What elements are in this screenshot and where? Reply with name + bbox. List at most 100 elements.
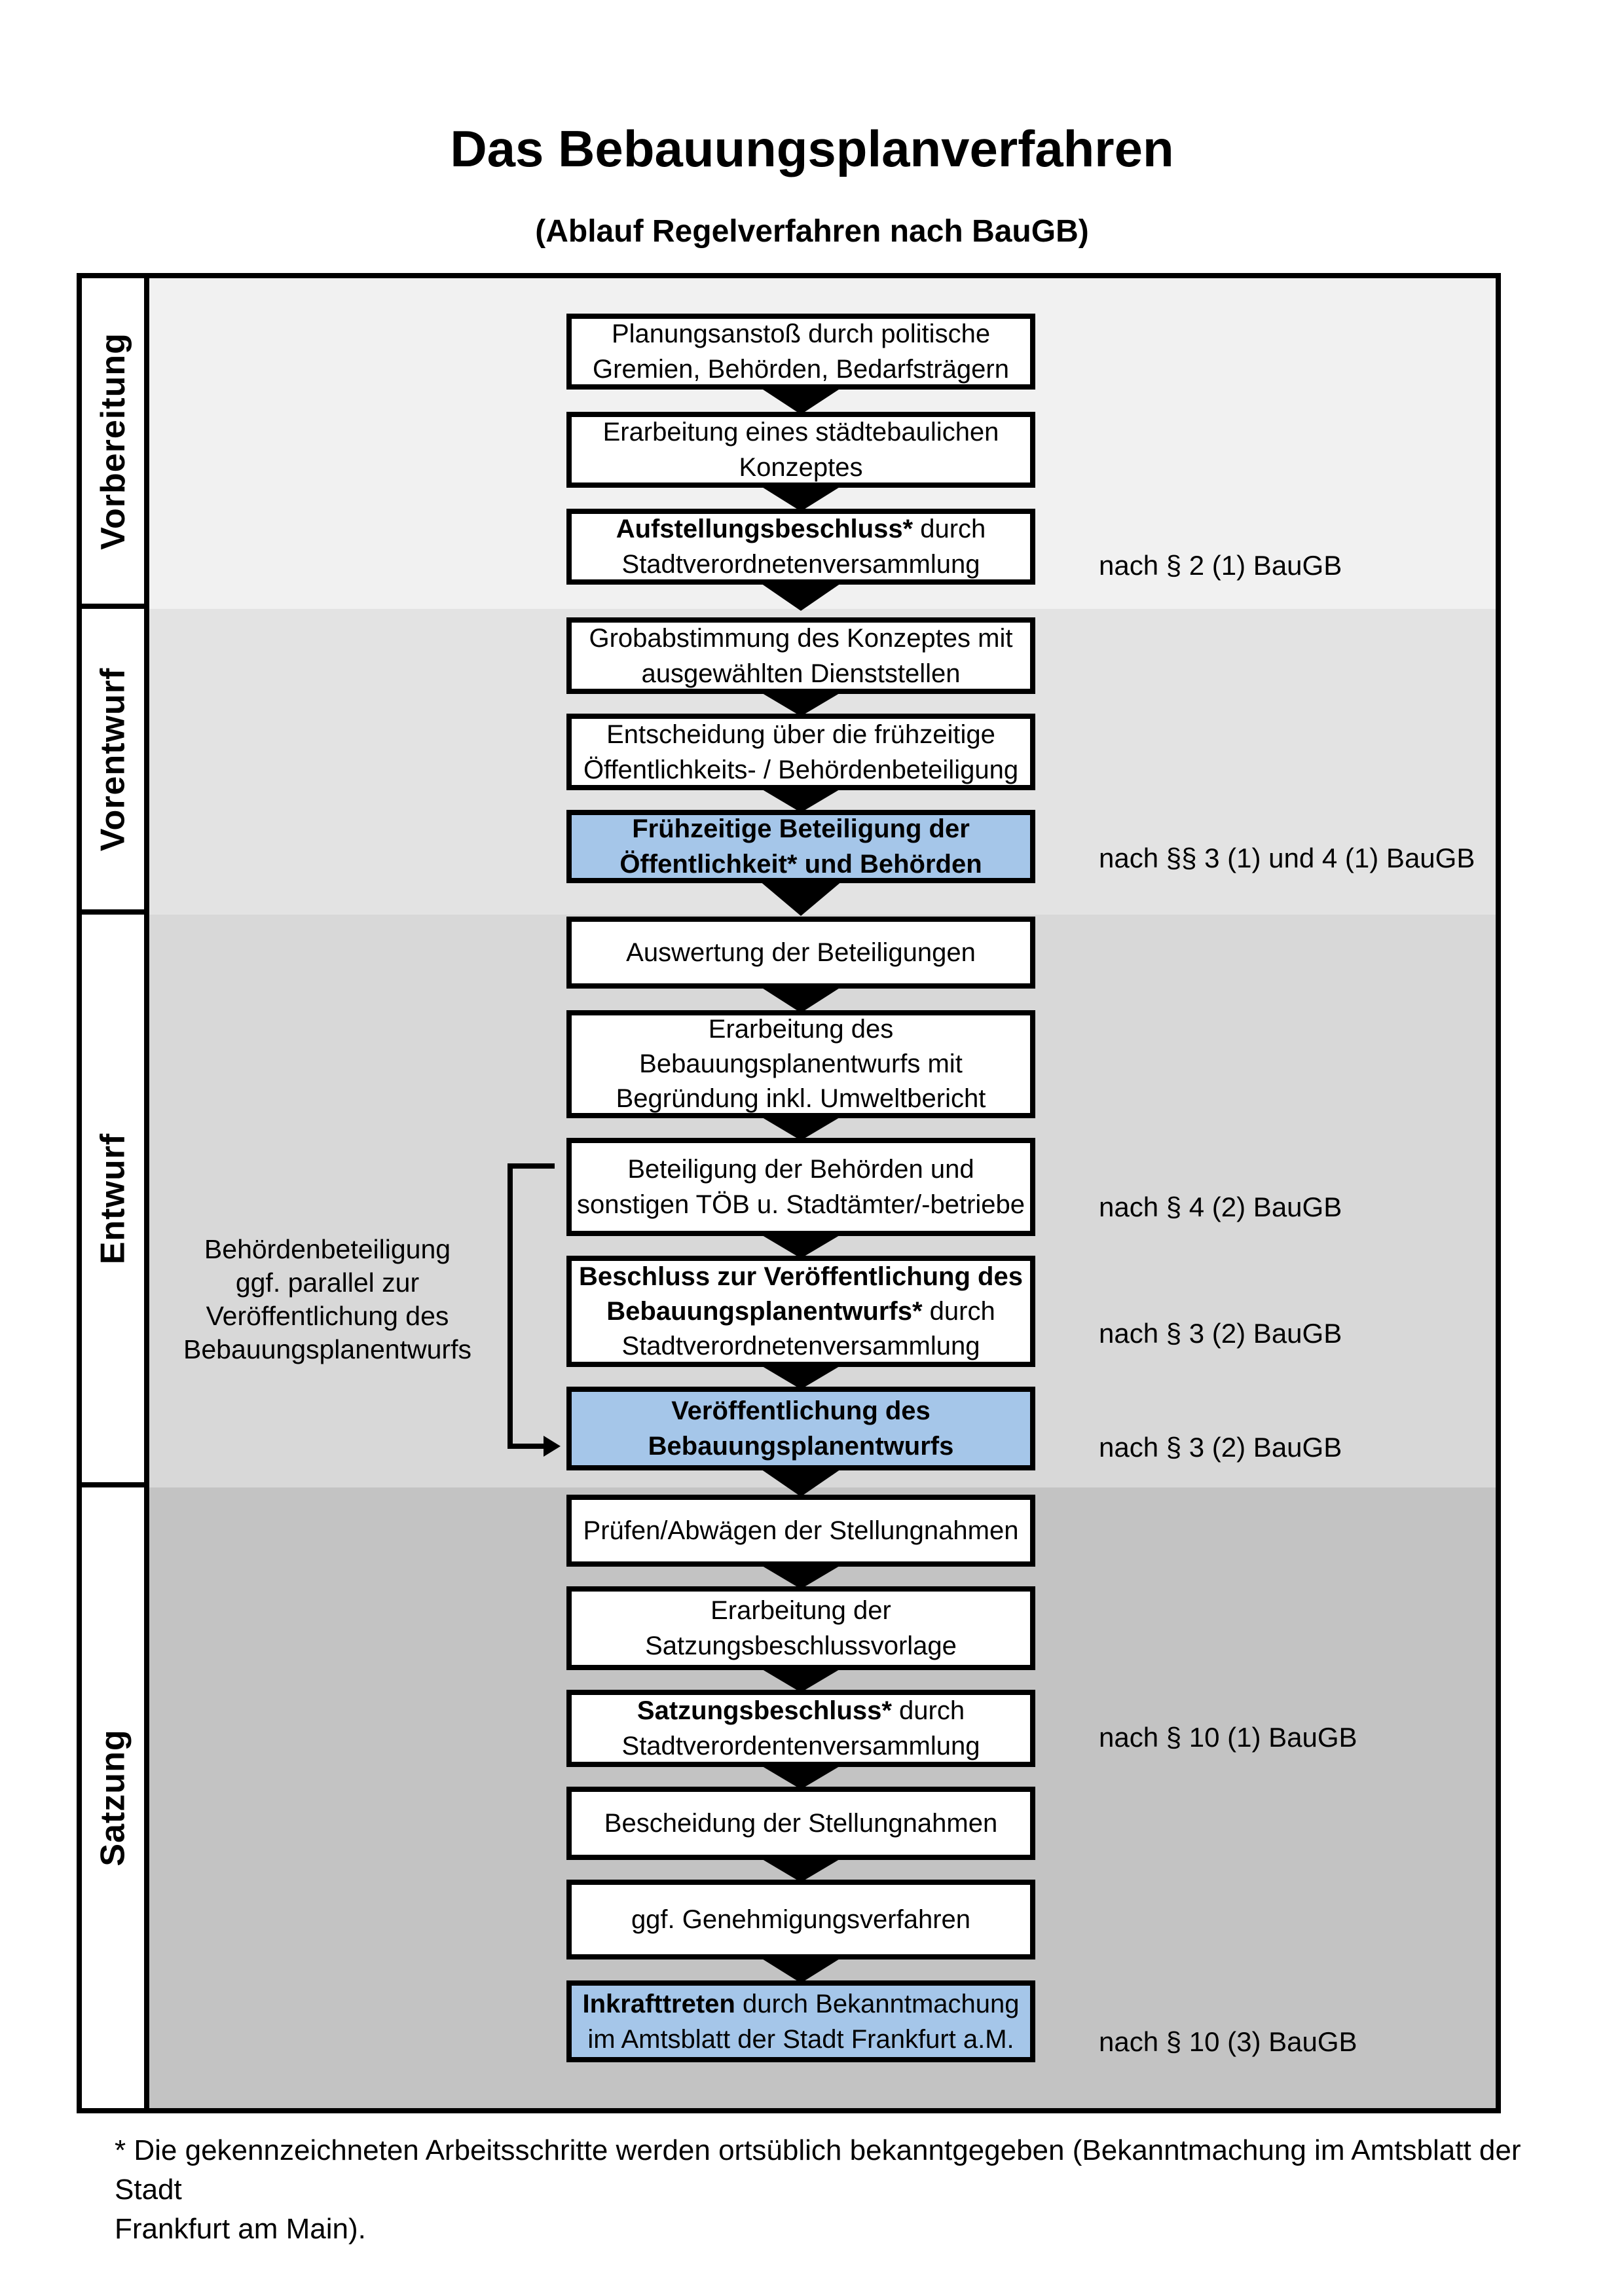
step-text-line: Begründung inkl. Umweltbericht <box>616 1084 986 1113</box>
annotation-line: Bebauungsplanentwurfs <box>183 1334 471 1364</box>
step-text-bold: Aufstellungsbeschluss* <box>616 515 913 543</box>
footnote: * Die gekennzeichneten Arbeitsschritte w… <box>115 2131 1555 2249</box>
step-text-line: Stadtverordnetenversammlung <box>621 1331 980 1360</box>
flow-arrow-down-icon <box>759 1667 843 1692</box>
annotation-line: ggf. parallel zur <box>235 1267 420 1298</box>
flow-arrow-down-icon <box>759 1957 843 1983</box>
step-text-line: Öffentlichkeits- / Behördenbeteiligung <box>583 755 1019 784</box>
step-text-line: Grobabstimmung des Konzeptes mit <box>589 623 1013 653</box>
step-text-line: im Amtsblatt der Stadt Frankfurt a.M. <box>587 2024 1014 2054</box>
step-text-line: Entscheidung über die frühzeitige <box>606 720 995 749</box>
phase-label-satzung: Satzung <box>94 1729 132 1867</box>
step-auswertung-beteiligungen: Auswertung der Beteiligungen <box>566 917 1035 989</box>
step-entscheidung-fruehzeitige-beteiligung: Entscheidung über die frühzeitige Öffent… <box>566 714 1035 790</box>
step-text-rest: durch Bekanntmachung <box>735 1989 1020 2018</box>
phase-label-cell-entwurf: Entwurf <box>82 915 149 1487</box>
step-text-line: Frühzeitige Beteiligung der <box>632 814 970 843</box>
step-text-rest: durch <box>913 515 986 543</box>
flow-arrow-down-icon <box>759 1764 843 1789</box>
legal-reference-inkrafttreten: nach § 10 (3) BauGB <box>1099 2026 1357 2057</box>
flow-arrow-down-icon <box>759 485 843 511</box>
step-text-line: Gremien, Behörden, Bedarfsträgern <box>593 355 1009 384</box>
legal-reference-fruehzeitige-beteiligung: nach §§ 3 (1) und 4 (1) BauGB <box>1099 843 1475 873</box>
step-text-line: Planungsanstoß durch politische <box>611 319 991 348</box>
step-genehmigungsverfahren: ggf. Genehmigungsverfahren <box>566 1880 1035 1959</box>
phase-label-cell-vorentwurf: Vorentwurf <box>82 609 149 915</box>
step-veroeffentlichung-bebauungsplanentwurf: Veröffentlichung des Bebauungsplanentwur… <box>566 1387 1035 1470</box>
flow-arrow-down-icon <box>759 881 843 916</box>
parallel-connector-stub-bottom <box>507 1444 544 1449</box>
step-erarbeitung-bebauungsplanentwurf: Erarbeitung des Bebauungsplanentwurfs mi… <box>566 1010 1035 1118</box>
step-text-line: Satzungsbeschlussvorlage <box>645 1631 957 1660</box>
legal-reference-beschluss-veroeffentlichung: nach § 3 (2) BauGB <box>1099 1318 1342 1349</box>
flow-arrow-down-icon <box>759 691 843 716</box>
step-text-line: Erarbeitung der <box>710 1596 891 1625</box>
step-text-line: Aufstellungsbeschluss* durch <box>616 511 986 547</box>
side-annotation: Behördenbeteiligung ggf. parallel zur Ve… <box>170 1233 485 1366</box>
parallel-connector-vertical-line <box>507 1163 513 1449</box>
step-planungsanstoss: Planungsanstoß durch politische Gremien,… <box>566 314 1035 390</box>
step-text-line: Öffentlichkeit* und Behörden <box>619 850 982 879</box>
step-inkrafttreten: Inkrafttreten durch Bekanntmachung im Am… <box>566 1980 1035 2062</box>
step-text-line: Bebauungsplanentwurfs* durch <box>606 1294 995 1329</box>
step-text-bold: Inkrafttreten <box>582 1989 735 2018</box>
flow-arrow-down-icon <box>759 582 843 611</box>
step-text-line: Bebauungsplanentwurfs <box>648 1432 954 1461</box>
page-subtitle: (Ablauf Regelverfahren nach BauGB) <box>535 214 1089 249</box>
step-text-line: Beschluss zur Veröffentlichung des <box>579 1262 1023 1291</box>
step-text-line: Bebauungsplanentwurfs mit <box>639 1049 963 1078</box>
legal-reference-behoerdenbeteiligung: nach § 4 (2) BauGB <box>1099 1192 1342 1222</box>
step-text-line: Erarbeitung des <box>708 1015 894 1044</box>
phase-label-cell-satzung: Satzung <box>82 1487 149 2108</box>
flow-arrow-down-icon <box>759 1857 843 1882</box>
footnote-line: Frankfurt am Main). <box>115 2213 366 2245</box>
step-text-bold: Bebauungsplanentwurfs* <box>606 1296 923 1326</box>
step-text-rest: durch <box>891 1696 965 1725</box>
phase-label-vorentwurf: Vorentwurf <box>94 667 132 851</box>
step-beschluss-veroeffentlichung: Beschluss zur Veröffentlichung des Bebau… <box>566 1256 1035 1367</box>
step-text-line: Konzeptes <box>739 453 863 482</box>
legal-reference-veroeffentlichung: nach § 3 (2) BauGB <box>1099 1432 1342 1463</box>
legal-reference-satzungsbeschluss: nach § 10 (1) BauGB <box>1099 1722 1357 1753</box>
footnote-line: * Die gekennzeichneten Arbeitsschritte w… <box>115 2134 1521 2206</box>
phase-label-vorbereitung: Vorbereitung <box>94 332 132 550</box>
step-satzungsbeschluss: Satzungsbeschluss* durch Stadtverordente… <box>566 1690 1035 1767</box>
step-text-line: ggf. Genehmigungsverfahren <box>631 1905 971 1934</box>
flow-arrow-down-icon <box>759 1364 843 1389</box>
page-title: Das Bebauungsplanverfahren <box>450 120 1174 177</box>
parallel-connector-stub-top <box>507 1163 555 1169</box>
step-grobabstimmung: Grobabstimmung des Konzeptes mit ausgewä… <box>566 617 1035 694</box>
phase-label-entwurf: Entwurf <box>94 1133 132 1264</box>
step-text-bold: Satzungsbeschluss* <box>637 1696 892 1725</box>
step-pruefen-abwaegen-stellungnahmen: Prüfen/Abwägen der Stellungnahmen <box>566 1495 1035 1567</box>
step-fruehzeitige-beteiligung: Frühzeitige Beteiligung der Öffentlichke… <box>566 810 1035 883</box>
flow-arrow-down-icon <box>759 788 843 812</box>
step-text-line: Bescheidung der Stellungnahmen <box>604 1809 998 1838</box>
flow-arrow-down-icon <box>759 1468 843 1497</box>
step-staedtebauliches-konzept: Erarbeitung eines städtebaulichen Konzep… <box>566 412 1035 488</box>
step-text-line: ausgewählten Dienststellen <box>641 659 961 688</box>
flow-arrow-down-icon <box>759 1233 843 1258</box>
step-aufstellungsbeschluss: Aufstellungsbeschluss* durch Stadtverord… <box>566 509 1035 585</box>
flow-arrow-down-icon <box>759 387 843 414</box>
step-text-line: sonstigen TÖB u. Stadtämter/-betriebe <box>576 1190 1025 1219</box>
step-text-line: Veröffentlichung des <box>671 1396 931 1425</box>
flow-arrow-down-icon <box>759 986 843 1013</box>
flow-diagram-frame: Vorbereitung Vorentwurf Entwurf Satzung … <box>77 273 1501 2113</box>
step-erarbeitung-satzungsbeschlussvorlage: Erarbeitung der Satzungsbeschlussvorlage <box>566 1586 1035 1670</box>
phase-label-cell-vorbereitung: Vorbereitung <box>82 278 149 609</box>
legal-reference-aufstellungsbeschluss: nach § 2 (1) BauGB <box>1099 550 1342 581</box>
step-bescheidung-stellungnahmen: Bescheidung der Stellungnahmen <box>566 1787 1035 1860</box>
flow-arrow-down-icon <box>759 1116 843 1140</box>
parallel-connector-arrowhead-icon <box>544 1436 561 1457</box>
step-text-line: Erarbeitung eines städtebaulichen <box>602 418 999 446</box>
annotation-line: Behördenbeteiligung <box>204 1234 451 1264</box>
step-text-rest: durch <box>922 1296 995 1326</box>
step-text-line: Auswertung der Beteiligungen <box>626 938 976 967</box>
step-beteiligung-behoerden-toeb: Beteiligung der Behörden und sonstigen T… <box>566 1138 1035 1236</box>
step-text-line: Beteiligung der Behörden und <box>627 1155 974 1184</box>
step-text-line: Prüfen/Abwägen der Stellungnahmen <box>583 1516 1019 1545</box>
step-text-line: Satzungsbeschluss* durch <box>637 1693 965 1728</box>
step-text-line: Stadtverordentenversammlung <box>621 1732 980 1760</box>
